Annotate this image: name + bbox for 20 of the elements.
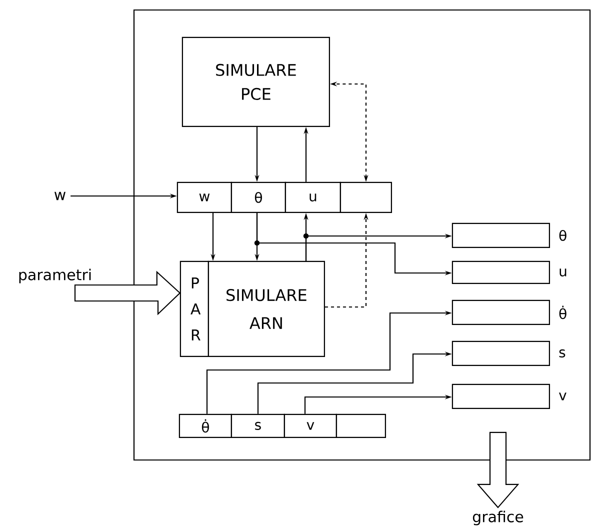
side-label: θ xyxy=(559,230,566,241)
frame-box xyxy=(133,9,591,461)
register-cell: u xyxy=(284,182,341,213)
register-cell: θ xyxy=(230,182,286,213)
register-cell xyxy=(340,182,392,213)
process-box: SIMULARE PCE xyxy=(182,36,330,127)
side-label: s xyxy=(559,349,566,358)
register-cell xyxy=(336,414,386,438)
side-label: v xyxy=(558,392,566,400)
process-box: SIMULARE ARN xyxy=(208,260,325,357)
register-cell: θ̇ xyxy=(178,414,232,438)
input-label: parametri xyxy=(19,268,91,284)
output-label: grafice xyxy=(472,510,524,526)
register-cell: w xyxy=(176,182,232,213)
parameter-strip: P A R xyxy=(180,260,209,357)
input-label: w xyxy=(54,192,66,200)
register-cell: v xyxy=(284,414,337,438)
register-cell: s xyxy=(230,414,285,438)
side-label: θ̇ xyxy=(559,306,566,320)
side-label: u xyxy=(560,268,566,276)
